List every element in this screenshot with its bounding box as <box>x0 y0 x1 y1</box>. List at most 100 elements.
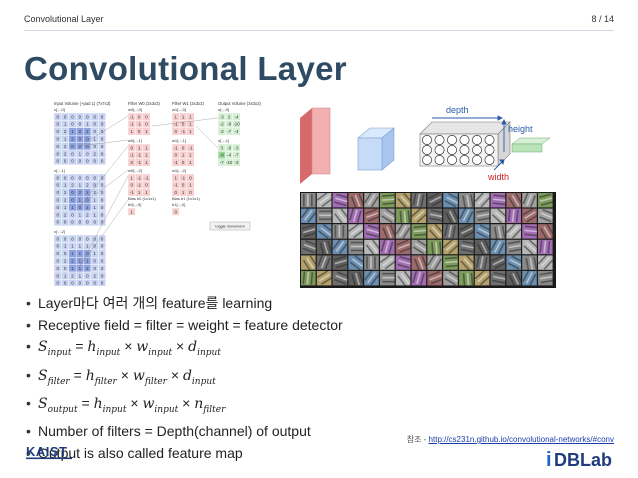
filter-stripe <box>477 272 488 283</box>
grid-cell-value: 0 <box>64 114 67 119</box>
grid-cell-value: 1 <box>86 259 89 264</box>
grid-cell-value: 1 <box>174 175 177 180</box>
filter-stripe <box>301 224 315 230</box>
filter-stripe <box>336 271 349 278</box>
equals-sign: = <box>73 366 82 383</box>
filter-stripe <box>525 258 530 271</box>
filter-stripe <box>368 241 378 253</box>
input-volume-slab <box>300 107 331 184</box>
grid-cell-value: 0 <box>93 159 96 164</box>
grid-cell-value: 2 <box>64 259 67 264</box>
filter-stripe <box>515 192 523 205</box>
grid-cell-value: 0 <box>56 159 59 164</box>
filter-stripe <box>539 240 543 253</box>
grid-cell-value: 2 <box>93 151 96 156</box>
formula-n-sub: filter <box>203 404 226 415</box>
filter-stripe <box>491 214 503 224</box>
filter-stripe <box>366 212 379 219</box>
grid-cell-value: 1 <box>71 129 74 134</box>
filter-stripe <box>413 225 426 229</box>
bullet-list: •Layer마다 여러 개의 feature를 learning •Recept… <box>26 293 343 465</box>
filter-stripe <box>493 271 507 276</box>
filter-stripe <box>364 269 373 281</box>
grid-cell-value: 0 <box>93 236 96 241</box>
formula-h: h <box>93 395 103 412</box>
filter-stripe <box>324 257 331 270</box>
grid-cell-value: 1 <box>174 114 177 119</box>
filter-stripe <box>492 258 505 266</box>
filter-stripe <box>403 210 407 224</box>
grid-cell-value: 0 <box>56 244 59 249</box>
grid-cell <box>186 188 195 197</box>
grid-cell-value: 2 <box>71 137 74 142</box>
filter-stripe <box>303 194 305 207</box>
filter-stripe <box>370 196 379 208</box>
receptive-field-cube <box>357 127 395 171</box>
grid-cell-value: 0 <box>101 236 104 241</box>
grid-cell-value: 2 <box>86 212 89 217</box>
grid-cell-value: 0 <box>101 183 104 188</box>
output-slice-label: o[:,:,0] <box>218 107 229 112</box>
grid-cell-value: 1 <box>182 190 185 195</box>
input-slice-label: x[:,:,1] <box>54 168 65 173</box>
grid-cell-value: 0 <box>56 220 59 225</box>
reference-link[interactable]: http://cs231n.github.io/convolutional-ne… <box>428 435 614 444</box>
grid-cell-value: 1 <box>71 266 74 271</box>
dblab-logo: i DBLab <box>546 449 612 470</box>
filter-stripe <box>333 278 347 285</box>
filter-stripe <box>466 273 470 286</box>
filter-stripe <box>380 239 386 252</box>
neuron-circle <box>434 145 445 155</box>
grid-cell <box>232 158 241 167</box>
grid-cell-value: 0 <box>101 190 104 195</box>
toggle-movement-button[interactable] <box>209 221 251 231</box>
filter-stripe <box>484 239 491 252</box>
grid-cell <box>171 207 180 216</box>
grid-cell-value: 0 <box>56 151 59 156</box>
bullet-s-filter-formula: •Sfilter = hfilter × wfilter × dinput <box>26 365 343 393</box>
filter-stripe <box>414 233 427 237</box>
grid-cell-value: -7 <box>220 160 224 165</box>
grid-cell-value: 1 <box>130 175 133 180</box>
filter-stripe <box>474 192 485 202</box>
filter-stripe <box>479 256 484 269</box>
filter-stripe <box>494 211 505 221</box>
grid-cell-value: -3 <box>235 160 239 165</box>
filter-stripe <box>511 255 524 263</box>
grid-cell-value: 1 <box>130 129 133 134</box>
filter-stripe <box>399 255 412 261</box>
filter-stripe <box>304 232 317 238</box>
grid-cell-value: 0 <box>64 251 67 256</box>
grid-cell-value: 0 <box>101 144 104 149</box>
filter-stripe <box>524 225 538 229</box>
grid-cell-value: -7 <box>235 153 239 158</box>
filter-stripe <box>448 210 456 223</box>
grid-cell-value: 1 <box>71 244 74 249</box>
filter-stripe <box>411 207 422 217</box>
filter-stripe <box>512 228 522 239</box>
filter-stripe <box>383 211 395 220</box>
grid-cell-value: 1 <box>189 183 192 188</box>
grid-cell-value: 2 <box>64 198 67 203</box>
filter-stripe <box>490 254 503 262</box>
filter-stripe <box>335 197 348 203</box>
equals-sign: = <box>81 394 90 411</box>
filter-stripe <box>511 195 520 207</box>
filter-stripe <box>462 230 475 238</box>
grid-cell-value: -4 <box>235 114 239 119</box>
grid-cell-value: -1 <box>130 153 134 158</box>
formula-lhs-sub: input <box>47 347 72 358</box>
w1-slice-label: w1[:,:,1] <box>172 138 186 143</box>
filter-stripe <box>479 275 491 286</box>
filter-stripe <box>417 239 429 248</box>
formula-lhs-sub: filter <box>47 376 70 387</box>
filter-stripe <box>511 209 515 222</box>
input-volume-header: Input Volume (+pad 1) (7x7x3) <box>54 101 111 106</box>
filter-stripe <box>476 231 488 239</box>
grid-cell-value: 0 <box>130 160 133 165</box>
grid-cell-value: 0 <box>93 129 96 134</box>
formula-w: w <box>142 395 155 412</box>
filter-stripe <box>462 195 467 209</box>
